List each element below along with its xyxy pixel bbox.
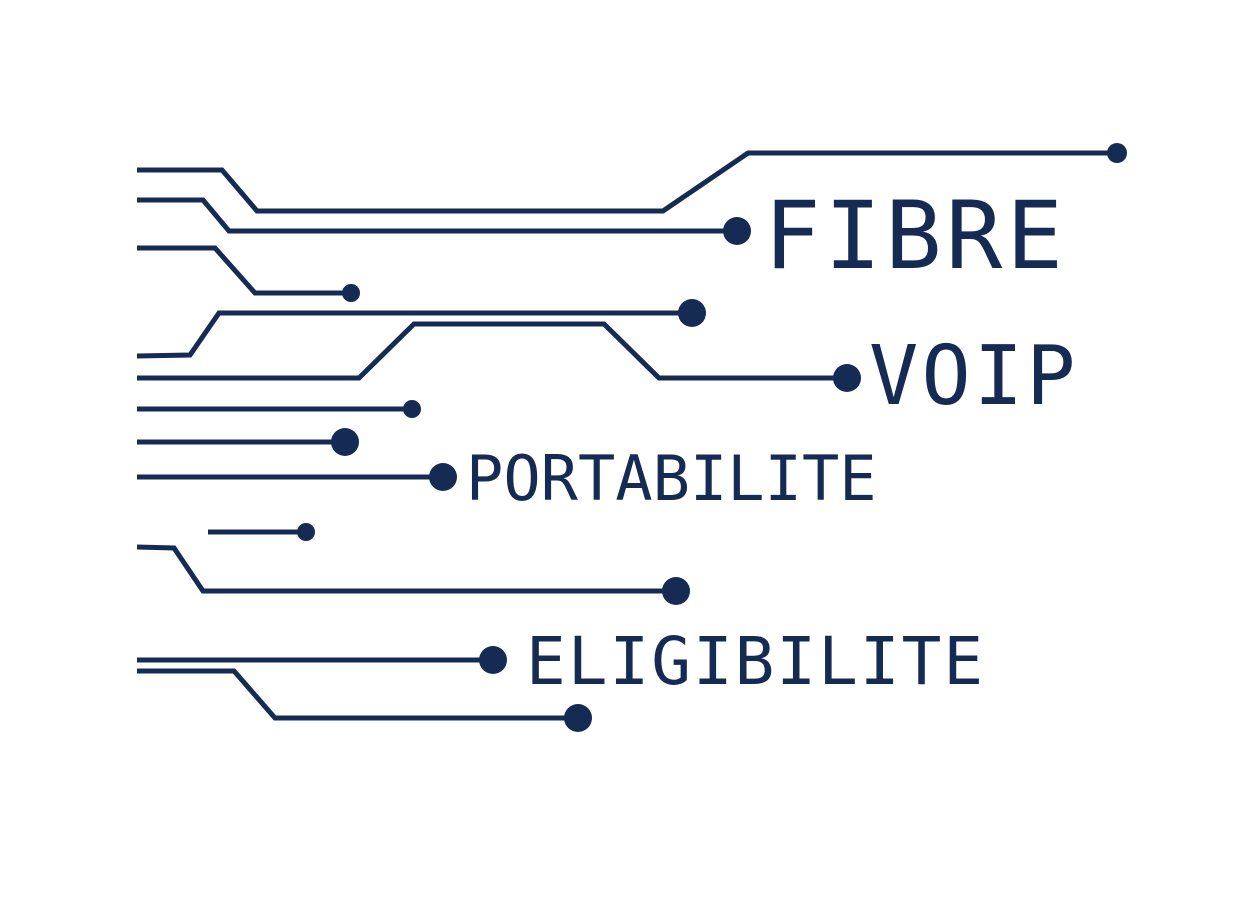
circuit-node-dot-icon	[429, 463, 457, 491]
circuit-trace	[137, 197, 737, 234]
circuit-node-dot-icon	[342, 284, 360, 302]
circuit-trace	[137, 668, 578, 721]
label-voip: VOIP	[869, 329, 1078, 424]
label-portabilite: PORTABILITE	[466, 442, 877, 515]
circuit-node-dot-icon	[833, 364, 861, 392]
label-fibre: FIBRE	[764, 182, 1067, 291]
circuit-trace	[137, 150, 1117, 214]
circuit-node-dot-icon	[662, 577, 690, 605]
label-eligibilite: ELIGIBILITE	[526, 623, 985, 700]
circuit-node-dot-icon	[479, 646, 507, 674]
circuit-trace	[136, 544, 676, 594]
circuit-node-dot-icon	[678, 299, 706, 327]
circuit-trace	[137, 321, 847, 381]
circuit-trace	[136, 310, 692, 359]
circuit-trace	[137, 245, 351, 296]
circuit-node-dot-icon	[723, 217, 751, 245]
logo-labels: FIBRE VOIP PORTABILITE ELIGIBILITE	[466, 182, 1078, 700]
circuit-node-dot-icon	[564, 704, 592, 732]
circuit-node-dot-icon	[403, 400, 421, 418]
circuit-traces	[136, 143, 1127, 732]
circuit-node-dot-icon	[1107, 143, 1127, 163]
circuit-node-dot-icon	[331, 428, 359, 456]
circuit-node-dot-icon	[297, 523, 315, 541]
